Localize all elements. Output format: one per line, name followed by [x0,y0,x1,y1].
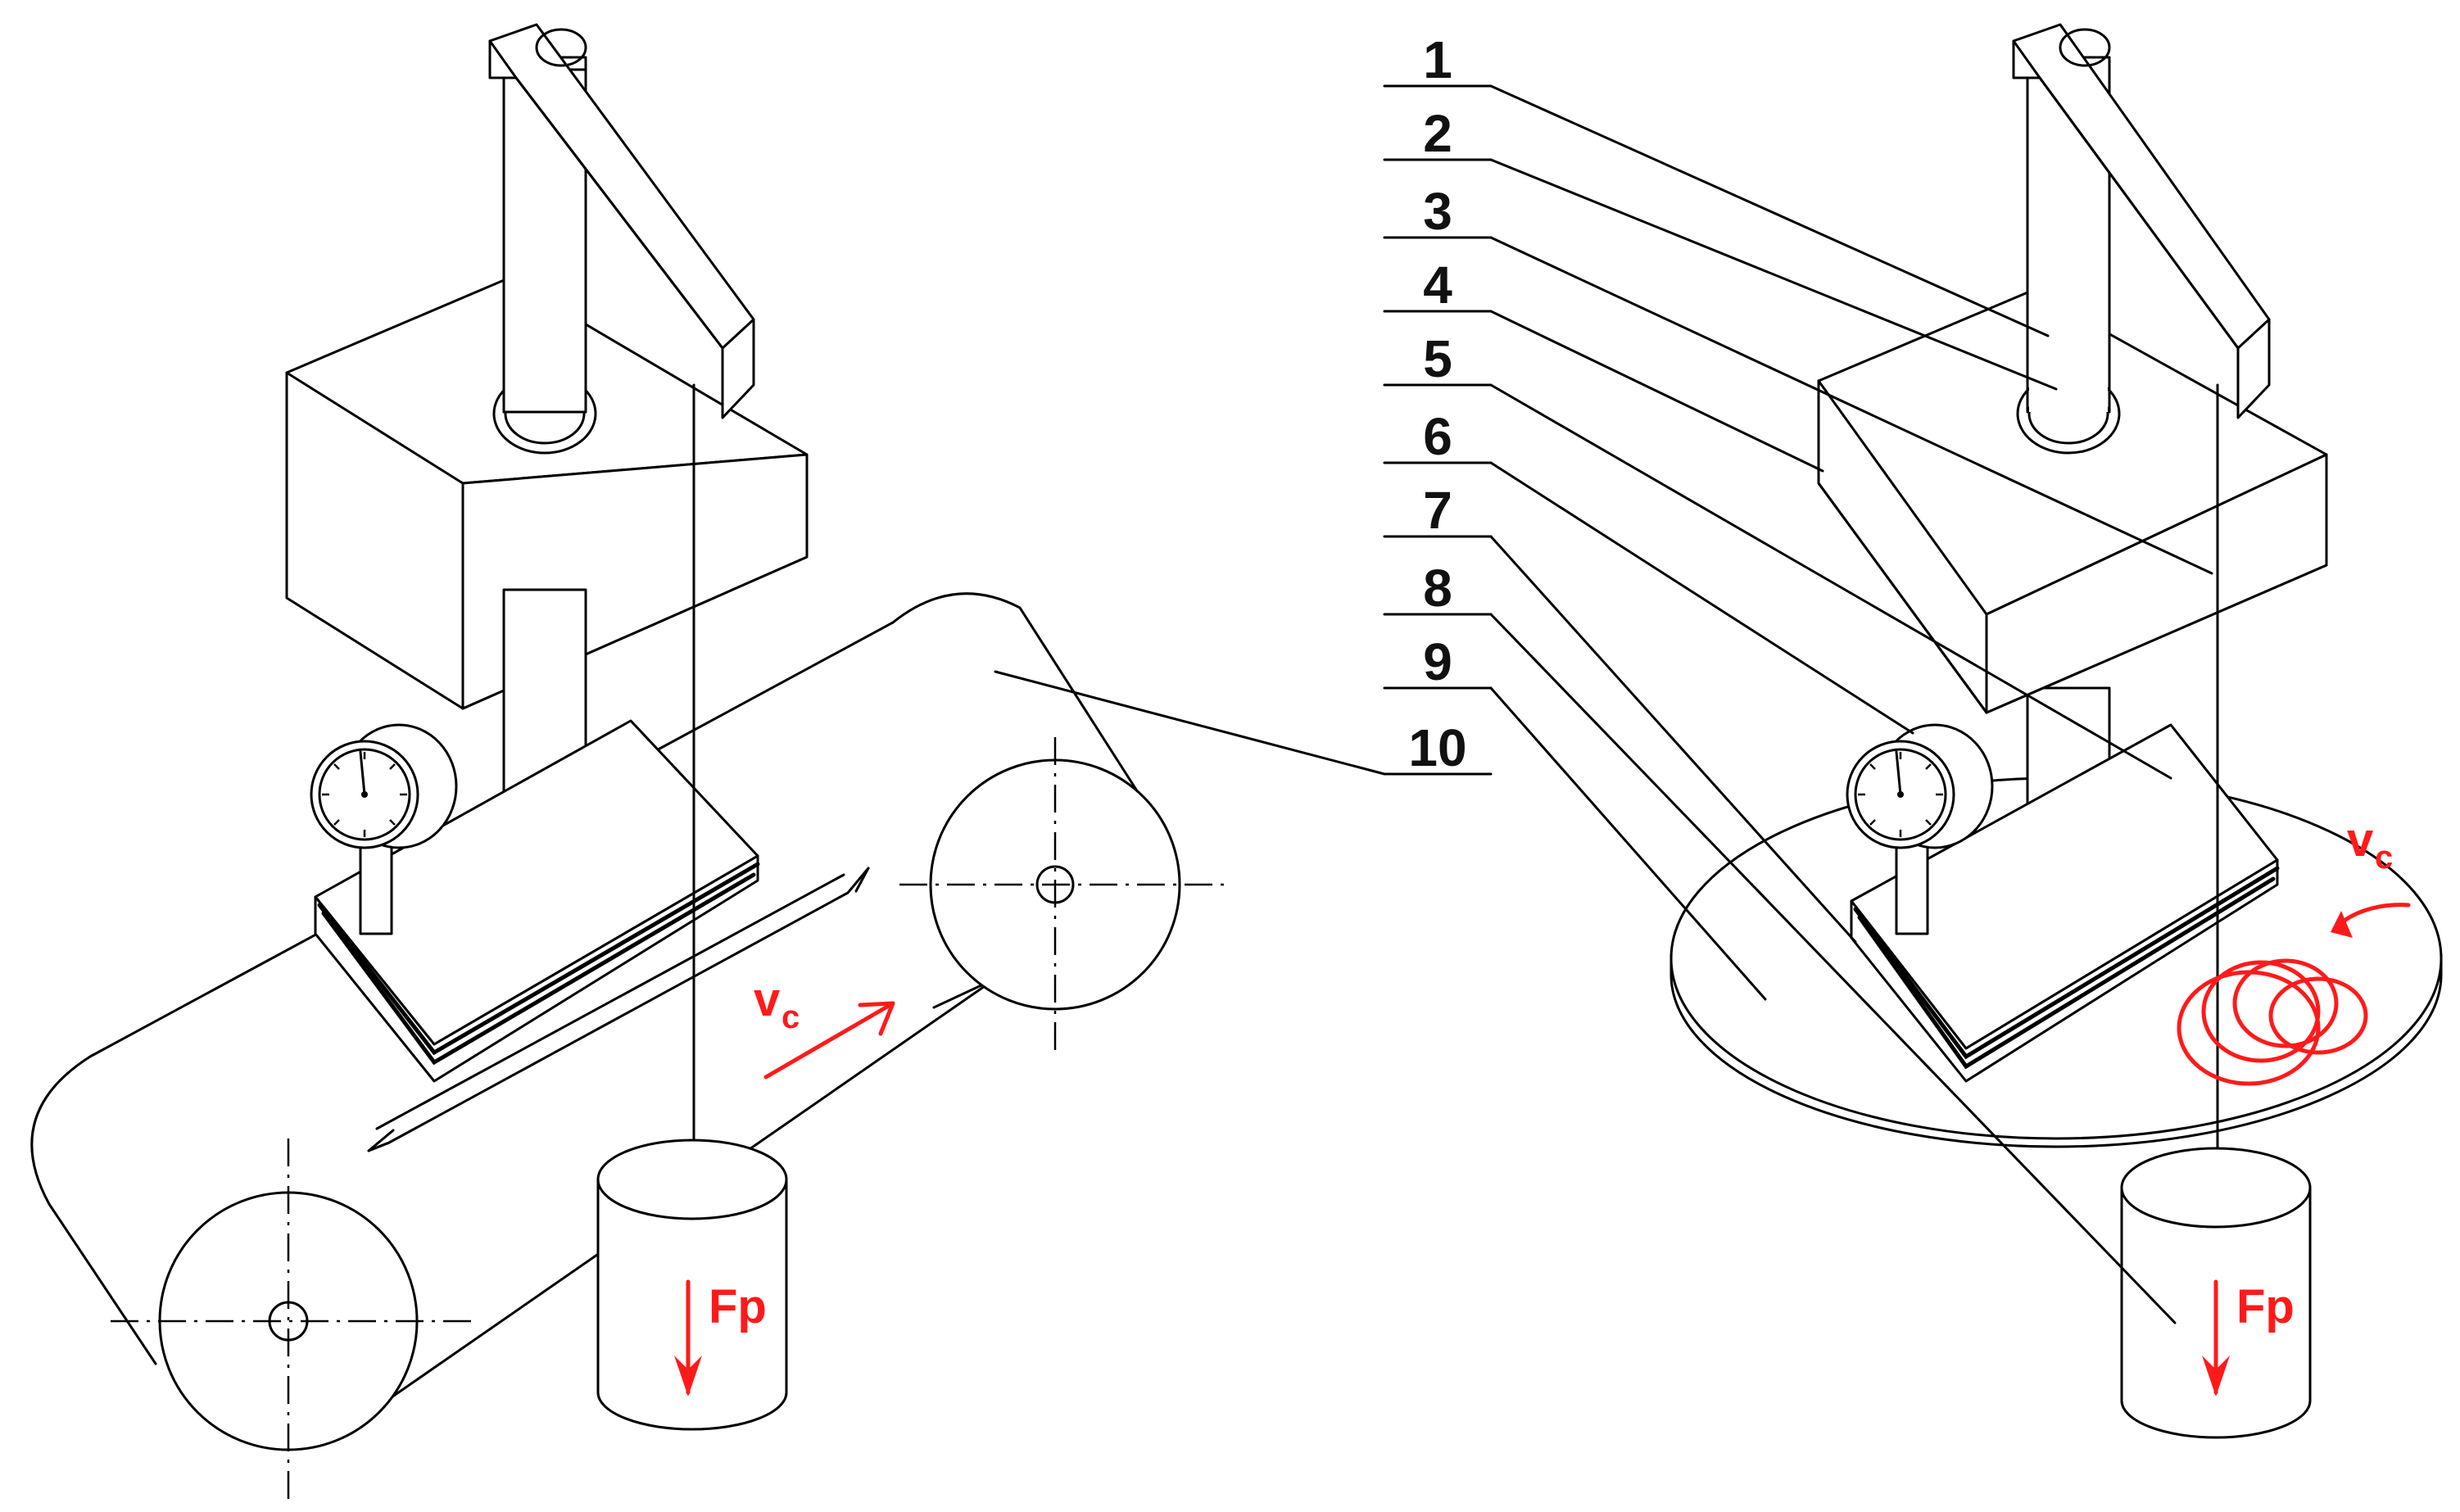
left-dial-indicator [310,723,458,935]
rotation-spiral [2177,903,2411,1086]
guide-rail [367,867,870,1152]
right-rig: v c Fp [1669,23,2443,1439]
left-weight [596,1139,788,1431]
right-block [1817,289,2328,714]
callout-2: 2 [1423,104,1452,163]
left-velocity-subscript: c [781,999,800,1035]
callout-4: 4 [1423,256,1452,315]
callout-5: 5 [1423,329,1452,388]
callout-6: 6 [1423,407,1452,466]
callouts: 1 2 3 4 5 6 7 8 9 10 [994,30,2213,1324]
callout-3: 3 [1423,182,1452,241]
left-velocity-arrow [763,1001,895,1080]
callout-7: 7 [1423,481,1452,540]
right-force-label: Fp [2236,1280,2295,1333]
callout-10: 10 [1408,718,1466,777]
callout-9: 9 [1423,632,1452,691]
left-velocity-label: v [754,973,780,1026]
right-dial-indicator [1846,723,1994,935]
callout-1: 1 [1423,30,1452,89]
right-velocity-label: v [2347,813,2373,867]
left-specimen-plate [314,719,760,1083]
left-rig: v c Fp [30,23,1229,1499]
callout-leaders [994,84,2213,1324]
left-force-label: Fp [709,1280,767,1333]
rear-roller [899,737,1229,1053]
left-lever [488,23,755,419]
right-velocity-subscript: c [2375,840,2393,876]
callout-underlines [1383,84,1493,776]
callout-8: 8 [1423,559,1452,618]
front-roller [111,1139,479,1499]
right-lever [2012,23,2271,419]
